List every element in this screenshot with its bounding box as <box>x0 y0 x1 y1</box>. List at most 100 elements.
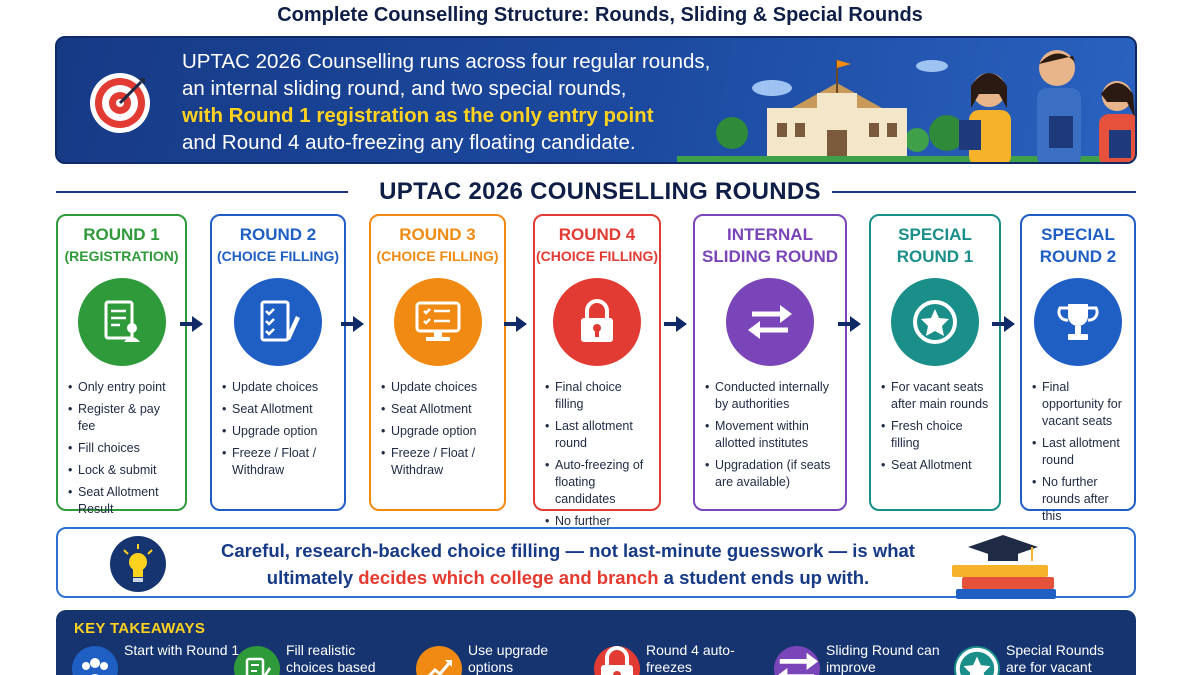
takeaway-text: Fill realistic choices based <box>286 642 376 675</box>
hero-line: an internal sliding round, and two speci… <box>182 77 627 100</box>
padlock-icon <box>553 278 641 366</box>
key-takeaways-title: KEY TAKEAWAYS <box>74 620 206 637</box>
round-point: Freeze / Float / Withdraw <box>381 445 498 479</box>
round-point: Register & pay fee <box>68 401 179 435</box>
round-card: ROUND 4 (CHOICE FILLING) Final choice fill… <box>533 214 661 545</box>
round-subtitle: (CHOICE FILLING) <box>376 248 499 264</box>
monitor-checklist-icon <box>393 278 482 366</box>
arrow-right-icon <box>992 316 1015 332</box>
round-title: SPECIAL <box>1041 225 1115 244</box>
round-point: Seat Allotment <box>222 401 338 418</box>
round-subtitle: (CHOICE FILLING) <box>535 248 659 264</box>
advice-text: ultimately <box>266 567 359 588</box>
round-point: Conducted internally by authorities <box>705 379 839 413</box>
page-title: Complete Counselling Structure: Rounds, … <box>277 4 923 26</box>
round-point: Seat Allotment Result <box>68 484 179 518</box>
people-icon <box>72 646 118 675</box>
section-title-wrap: UPTAC 2026 COUNSELLING ROUNDS <box>0 178 1200 206</box>
hero-banner: UPTAC 2026 Counselling runs across four … <box>55 36 1137 164</box>
round-point: Final choice filling <box>545 379 653 413</box>
round-subtitle: (REGISTRATION) <box>64 248 179 264</box>
takeaway-text: Start with Round 1 <box>124 642 240 658</box>
round-point: Final opportunity for vacant seats <box>1032 379 1128 430</box>
advice-line-2: ultimately decides which college and bra… <box>188 567 948 589</box>
round-card: SPECIAL ROUND 1 For vacant seats after mai… <box>869 214 1001 511</box>
round-points: For vacant seats after main roundsFresh … <box>881 379 993 479</box>
round-title: INTERNAL <box>727 225 813 244</box>
round-point: Upgrade option <box>381 423 498 440</box>
graduation-books-icon <box>952 535 1056 599</box>
advice-line-1: Careful, research-backed choice filling … <box>221 540 915 561</box>
trend-up-icon <box>416 646 462 675</box>
section-title: UPTAC 2026 COUNSELLING ROUNDS <box>379 178 821 205</box>
round-card-header: SPECIAL ROUND 2 <box>1022 224 1134 267</box>
checklist-pen-icon <box>234 278 322 366</box>
round-card: ROUND 2 (CHOICE FILLING) Update choicesSea… <box>210 214 346 511</box>
round-card-header: ROUND 1 (REGISTRATION) <box>58 224 185 267</box>
round-title: ROUND 3 <box>399 225 476 244</box>
round-card: ROUND 1 (REGISTRATION) Only entry pointReg… <box>56 214 187 516</box>
arrow-right-icon <box>341 316 364 332</box>
round-point: Fresh choice filling <box>881 418 993 452</box>
round-point: Upgradation (if seats are available) <box>705 457 839 491</box>
round-card-header: INTERNAL SLIDING ROUND <box>695 224 845 267</box>
round-title: ROUND 2 <box>239 225 317 244</box>
round-subtitle: SLIDING ROUND <box>702 247 838 266</box>
section-divider <box>832 191 1136 193</box>
round-subtitle: (CHOICE FILLING) <box>216 248 340 264</box>
round-card: SPECIAL ROUND 2 Final opportunity for vaca… <box>1020 214 1136 523</box>
padlock-icon <box>594 646 640 675</box>
takeaway-text: Use upgrade options <box>468 642 549 675</box>
round-points: Only entry pointRegister & pay feeFill c… <box>68 379 179 523</box>
round-point: Freeze / Float / Withdraw <box>222 445 338 479</box>
arrow-right-icon <box>180 316 203 332</box>
takeaway-text: Special Rounds are for vacant <box>1006 642 1105 675</box>
key-takeaways: KEY TAKEAWAYS Start with Round 1 Fill rea… <box>56 610 1136 675</box>
round-title: SPECIAL <box>898 225 972 244</box>
round-card: INTERNAL SLIDING ROUND Conducted internall… <box>693 214 847 511</box>
advice-text: a student ends up with. <box>658 567 870 588</box>
round-point: For vacant seats after main rounds <box>881 379 993 413</box>
round-point: No further rounds after this <box>1032 474 1128 525</box>
round-point: Lock & submit <box>68 462 179 479</box>
hero-line-highlight: with Round 1 registration as the only en… <box>182 104 654 127</box>
arrow-right-icon <box>838 316 861 332</box>
round-point: Only entry point <box>68 379 179 396</box>
round-point: Upgrade option <box>222 423 338 440</box>
round-point: Update choices <box>222 379 338 396</box>
lightbulb-icon <box>110 536 166 592</box>
trophy-icon <box>1034 278 1122 366</box>
round-subtitle: ROUND 1 <box>896 247 974 266</box>
edit-list-icon <box>234 646 280 675</box>
arrow-right-icon <box>664 316 687 332</box>
round-subtitle: ROUND 2 <box>1039 247 1117 266</box>
advice-emphasis: decides which college and branch <box>358 567 659 588</box>
round-point: Last allotment round <box>545 418 653 452</box>
hero-text: UPTAC 2026 Counselling runs across four … <box>182 48 742 156</box>
round-point: Update choices <box>381 379 498 396</box>
star-badge-icon <box>954 646 1000 675</box>
round-points: Final opportunity for vacant seatsLast a… <box>1032 379 1128 530</box>
target-icon <box>90 73 150 133</box>
round-points: Conducted internally by authoritiesMovem… <box>705 379 839 496</box>
hero-line: and Round 4 auto-freezing any floating c… <box>182 131 636 154</box>
hero-line: UPTAC 2026 Counselling runs across four … <box>182 50 711 73</box>
advice-box: Careful, research-backed choice filling … <box>56 527 1136 599</box>
round-points: Update choicesSeat AllotmentUpgrade opti… <box>381 379 498 484</box>
takeaway-text: Sliding Round can improve <box>826 642 940 675</box>
round-title: ROUND 1 <box>83 225 160 244</box>
swap-arrows-icon <box>726 278 814 366</box>
round-point: Fill choices <box>68 440 179 457</box>
round-card-header: SPECIAL ROUND 1 <box>871 224 999 267</box>
swap-arrows-icon <box>774 646 820 675</box>
round-card-header: ROUND 3 (CHOICE FILLING) <box>371 224 504 267</box>
round-point: Last allotment round <box>1032 435 1128 469</box>
star-badge-icon <box>891 278 979 366</box>
round-point: Movement within allotted institutes <box>705 418 839 452</box>
round-title: ROUND 4 <box>558 225 636 244</box>
takeaway-text: Round 4 auto-freezes <box>646 642 735 675</box>
round-points: Update choicesSeat AllotmentUpgrade opti… <box>222 379 338 484</box>
section-divider <box>56 191 348 193</box>
college-students-illustration <box>677 50 1135 162</box>
document-user-icon <box>77 278 166 366</box>
